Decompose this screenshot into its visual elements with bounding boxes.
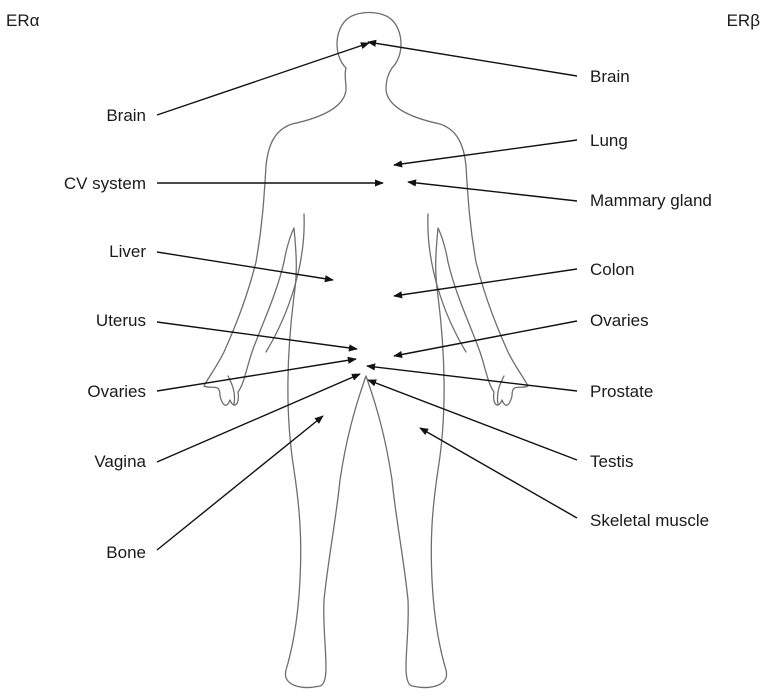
alpha-label-brain: Brain — [106, 106, 146, 125]
er-alpha-labels: Brain CV system Liver Uterus Ovaries Vag… — [64, 106, 147, 562]
er-alpha-arrows — [157, 43, 383, 550]
alpha-label-bone: Bone — [106, 543, 146, 562]
beta-label-mammary-gland: Mammary gland — [590, 191, 712, 210]
beta-arrow-testis — [368, 380, 577, 460]
beta-label-ovaries: Ovaries — [590, 311, 649, 330]
beta-label-brain: Brain — [590, 67, 630, 86]
beta-arrow-ovaries — [394, 321, 577, 356]
beta-arrow-skeletal-muscle — [420, 428, 577, 518]
alpha-arrow-uterus — [157, 322, 357, 349]
beta-label-skeletal-muscle: Skeletal muscle — [590, 511, 709, 530]
beta-label-prostate: Prostate — [590, 382, 653, 401]
beta-label-testis: Testis — [590, 452, 633, 471]
alpha-label-ovaries: Ovaries — [87, 382, 146, 401]
er-beta-arrows — [367, 42, 577, 518]
er-beta-header: ERβ — [727, 11, 761, 30]
beta-arrow-brain — [368, 42, 577, 76]
left-inner-arm-line — [266, 214, 304, 352]
alpha-arrow-liver — [157, 252, 333, 280]
beta-label-lung: Lung — [590, 131, 628, 150]
right-inner-arm-line — [428, 214, 466, 352]
left-thumb-line — [228, 376, 235, 404]
beta-arrow-colon — [394, 269, 577, 296]
er-beta-labels: Brain Lung Mammary gland Colon Ovaries P… — [590, 67, 712, 530]
right-thumb-line — [497, 376, 504, 404]
beta-arrow-mammary-gland — [408, 182, 577, 201]
alpha-label-vagina: Vagina — [94, 452, 146, 471]
beta-arrow-lung — [394, 140, 577, 165]
alpha-arrow-ovaries — [157, 359, 356, 391]
alpha-arrow-brain — [157, 43, 369, 115]
alpha-label-uterus: Uterus — [96, 311, 146, 330]
alpha-label-liver: Liver — [109, 242, 146, 261]
alpha-arrow-bone — [157, 416, 323, 550]
er-alpha-header: ERα — [6, 11, 40, 30]
alpha-arrow-vagina — [157, 374, 360, 462]
human-body-outline — [204, 13, 528, 688]
beta-label-colon: Colon — [590, 260, 634, 279]
body-silhouette — [204, 13, 528, 688]
beta-arrow-prostate — [367, 366, 577, 391]
alpha-label-cv-system: CV system — [64, 174, 146, 193]
